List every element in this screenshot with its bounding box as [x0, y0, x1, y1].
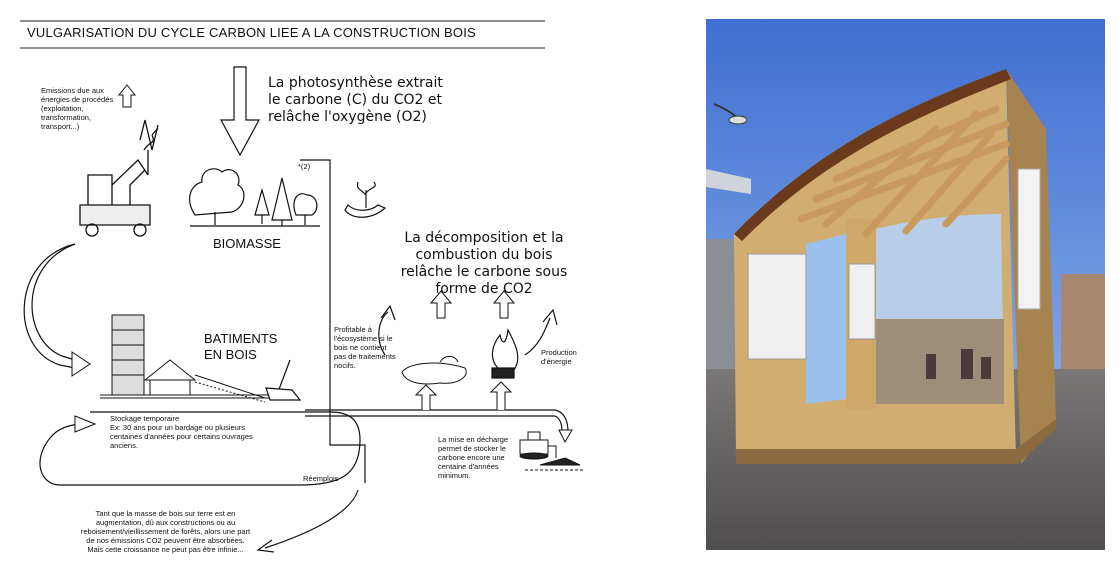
reuse-loop-line [39, 411, 361, 486]
shovel-icon [265, 359, 302, 401]
emissions-arrow-icon [117, 84, 137, 108]
roof-lattice [797, 105, 1010, 238]
pavilion-photo [706, 19, 1105, 550]
harvest-arrowhead-icon [71, 351, 91, 377]
masse-text: Tant que la masse de bois sur terre est … [80, 509, 251, 554]
biomasse-label: BIOMASSE [213, 236, 281, 251]
left-curve-arrow-icon [380, 304, 396, 321]
reemplois-label: Réemplois [303, 474, 339, 483]
pavilion-roof-edge [734, 69, 1011, 241]
reuse-arrowhead-icon [74, 415, 97, 433]
stockage-text: Ex: 30 ans pour un bardage ou plusieurs … [110, 423, 253, 450]
poster-left [747, 253, 807, 360]
wooden-buildings-icon [100, 314, 275, 403]
poster-middle [848, 263, 876, 340]
pavilion-photo-drawing [706, 19, 1105, 550]
forestry-machine-icon [79, 119, 159, 237]
photosynthesis-text: La photosynthèse extrait le carbone (C) … [268, 75, 443, 125]
bottom-curve-line [264, 489, 359, 549]
co2-up-arrow-left-icon [429, 290, 453, 319]
fire-icon [491, 328, 519, 379]
production-text: Production d'énergie [541, 348, 577, 366]
decharge-text: La mise en décharge permet de stocker le… [438, 435, 509, 480]
biomass-flow-line [300, 159, 366, 483]
photosynthesis-arrow-icon [219, 66, 261, 157]
bottom-arrowhead-icon [256, 539, 275, 553]
seedling-hand-icon [344, 181, 387, 218]
rotting-log-icon [401, 355, 467, 385]
combustion-up-arrow-icon [489, 381, 513, 410]
harvest-curve-arrow [23, 243, 76, 369]
street-lamp [728, 115, 748, 125]
diagram-title: VULGARISATION DU CYCLE CARBON LIEE A LA … [27, 25, 476, 40]
bulldozer-icon [519, 431, 585, 471]
right-curve-arrow-icon [542, 308, 558, 326]
right-building [1061, 274, 1105, 374]
people [926, 349, 991, 379]
carbon-cycle-diagram: VULGARISATION DU CYCLE CARBON LIEE A LA … [20, 20, 585, 554]
emissions-text: Emissions due aux énergies de procédés (… [41, 86, 114, 131]
co2-up-arrow-right-icon [492, 290, 516, 319]
decomposition-text: La décomposition et la combustion du boi… [400, 230, 568, 297]
landfill-arrowhead-icon [558, 429, 573, 444]
diagram-drawing [20, 20, 585, 553]
batiments-label: BATIMENTS EN BOIS [204, 331, 278, 362]
pavilion-floor [736, 419, 1056, 464]
footnote-mark: *(2) [298, 162, 311, 171]
stockage-title: Stockage temporaire [110, 414, 180, 423]
decomposition-up-arrow-icon [414, 384, 438, 410]
profitable-text: Profitable à l'écosystème si le bois ne … [334, 325, 396, 370]
forest-icon [189, 168, 320, 227]
poster-right [1017, 168, 1041, 310]
